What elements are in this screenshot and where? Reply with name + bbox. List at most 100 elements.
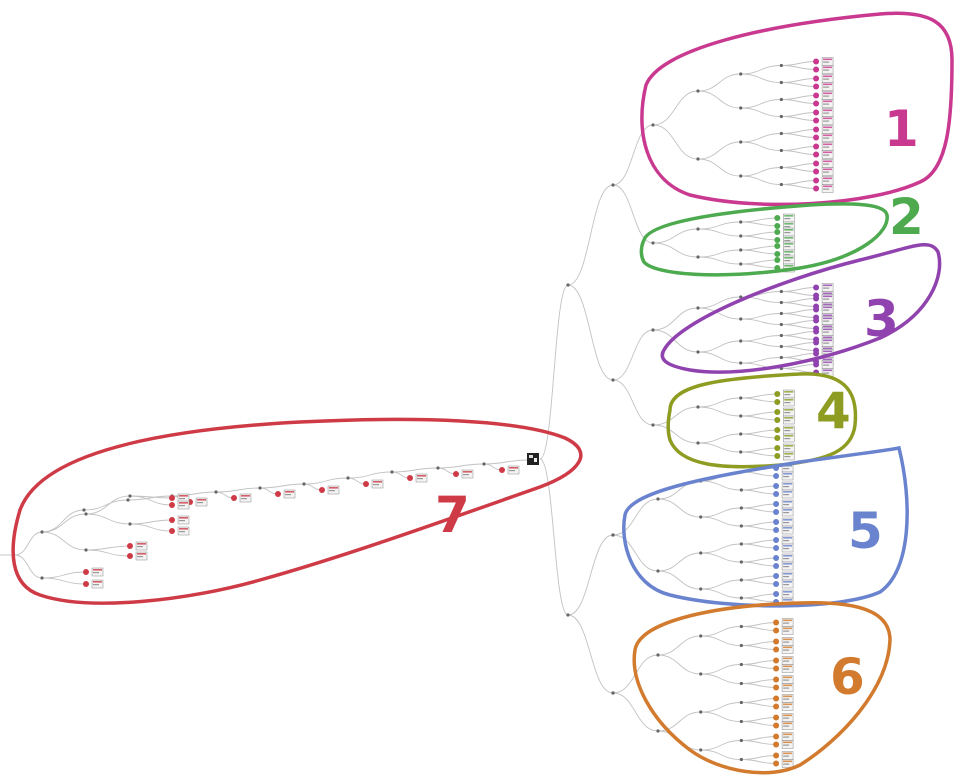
leaf-dot xyxy=(813,126,820,133)
branch-junction xyxy=(739,72,743,76)
branch-edge xyxy=(740,107,782,117)
branch-edge xyxy=(697,307,741,320)
branch-edge xyxy=(14,531,43,556)
branch-edge xyxy=(41,571,87,579)
branch-edge xyxy=(741,525,777,531)
branch-edge xyxy=(741,660,777,665)
branch-edge xyxy=(781,357,817,362)
branch-edge xyxy=(741,593,777,599)
branch-junction xyxy=(656,497,660,501)
branch-edge xyxy=(740,221,778,227)
branch-junction xyxy=(611,183,615,187)
leaf-dot xyxy=(773,473,780,479)
branch-edge xyxy=(700,543,742,554)
branch-junction xyxy=(699,587,703,591)
branch-edge xyxy=(781,150,817,155)
branch-edge xyxy=(741,485,777,491)
branch-edge xyxy=(700,740,742,751)
branch-edge xyxy=(700,480,742,491)
branch-edge xyxy=(259,483,305,489)
leaf-node xyxy=(813,91,834,100)
branch-edge xyxy=(741,721,777,726)
leaf-dot xyxy=(773,665,780,672)
leaf-dot xyxy=(169,502,175,508)
branch-junctions xyxy=(40,63,783,762)
branch-edge xyxy=(612,692,659,732)
branch-edge xyxy=(781,180,817,185)
branch-edge xyxy=(612,329,654,381)
leaf-dot xyxy=(774,399,781,405)
leaf-node xyxy=(774,235,795,245)
leaf-dot xyxy=(813,177,820,184)
leaf-dot xyxy=(773,491,780,497)
leaf-dot xyxy=(774,251,781,257)
branch-edge xyxy=(437,463,485,469)
tree-branches xyxy=(0,61,817,764)
leaf-node xyxy=(83,567,104,577)
branch-junction xyxy=(699,672,703,676)
leaf-dot xyxy=(813,185,820,192)
leaf-node xyxy=(773,626,794,635)
leaf-dot xyxy=(773,509,780,515)
branch-edge xyxy=(347,471,393,479)
leaf-node xyxy=(773,489,794,499)
leaf-node xyxy=(773,589,794,599)
branch-edge xyxy=(740,175,782,185)
leaf-dot xyxy=(774,417,781,423)
branch-junction xyxy=(779,148,783,153)
branch-edge xyxy=(697,158,741,177)
leaf-dot xyxy=(813,295,820,302)
leaf-dot xyxy=(813,83,820,90)
leaf-dot xyxy=(773,519,780,525)
leaf-dot xyxy=(813,350,820,357)
branch-edge xyxy=(567,284,614,381)
leaf-dot xyxy=(499,467,505,473)
leaf-node xyxy=(773,525,794,535)
branch-edge xyxy=(652,329,699,353)
leaf-node xyxy=(813,150,834,159)
branch-junction xyxy=(699,748,703,752)
leaf-dot xyxy=(813,109,820,116)
branch-junction xyxy=(346,476,350,480)
branch-junction xyxy=(699,515,703,519)
branch-junction xyxy=(651,423,655,427)
branch-edge xyxy=(127,495,173,501)
leaf-node xyxy=(813,349,834,358)
branch-junction xyxy=(779,311,783,316)
branch-edge xyxy=(740,99,782,109)
branch-junction xyxy=(611,533,615,537)
branch-edge xyxy=(740,217,778,223)
branch-junction xyxy=(699,710,703,714)
leaf-dot xyxy=(813,92,820,99)
leaf-dot xyxy=(773,733,780,740)
branch-junction xyxy=(651,241,655,245)
branch-edge xyxy=(741,539,777,545)
branch-edge xyxy=(741,740,777,745)
leaf-node xyxy=(187,497,208,507)
branch-edge xyxy=(657,552,701,572)
branch-junction xyxy=(696,441,700,445)
leaf-dot xyxy=(813,75,820,82)
branch-edge xyxy=(740,335,782,342)
branch-junction xyxy=(696,306,700,310)
leaf-dot xyxy=(363,481,369,487)
branch-edge xyxy=(741,503,777,509)
branch-edge xyxy=(781,61,817,66)
leaf-dot xyxy=(813,143,820,150)
branch-edge xyxy=(171,491,217,497)
branch-edge xyxy=(129,523,173,532)
branch-junction xyxy=(739,488,743,492)
branch-edge xyxy=(740,340,782,347)
branch-edge xyxy=(652,228,699,244)
branch-edge xyxy=(652,406,699,426)
branch-edge xyxy=(697,340,741,353)
branch-edge xyxy=(741,575,777,581)
leaf-node xyxy=(773,543,794,553)
branch-junction xyxy=(739,450,743,454)
branch-edge xyxy=(697,73,741,92)
leaf-dot xyxy=(774,453,781,459)
branch-junction xyxy=(779,131,783,136)
branch-edge xyxy=(700,626,742,637)
branch-junction xyxy=(739,262,743,266)
cluster-label-7: 7 xyxy=(435,486,470,544)
